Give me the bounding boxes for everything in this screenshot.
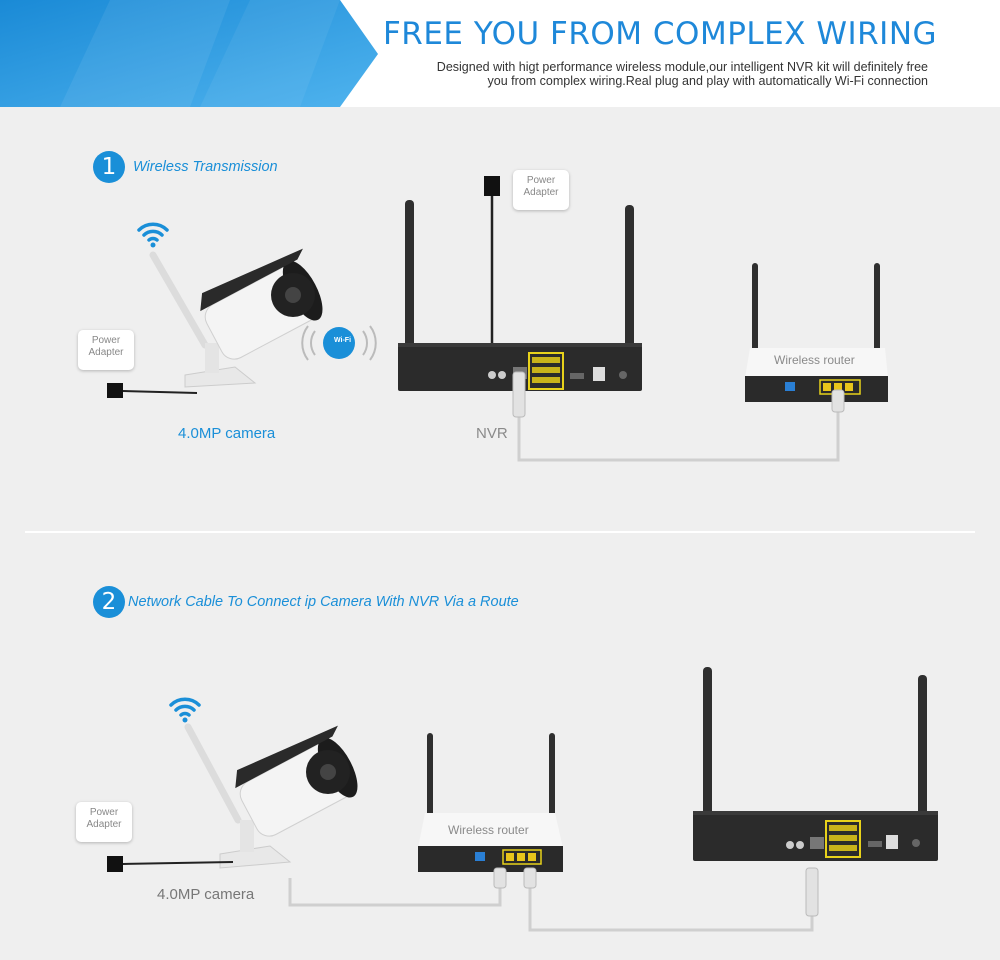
step-2-badge: 2 [93,586,125,618]
router-icon [418,733,563,872]
router-label: Wireless router [774,353,855,367]
wifi-icon [169,697,201,723]
camera-label-text: 4.0MP camera [157,886,255,903]
network-cable [512,371,845,462]
power-adapter-text: Adapter [86,819,122,830]
nvr-label: NVR [476,425,508,442]
subtitle-line-1: Designed with higt performance wireless … [436,60,928,74]
nvr-icon [398,200,642,391]
wifi-badge-text: Wi-Fi [333,337,352,344]
power-adapter-camera-1: Power Adapter [78,330,134,370]
subtitle-line-2: you from complex wiring.Real plug and pl… [487,74,928,88]
camera-label: 4.0MP camera [178,425,275,442]
power-adapter-text: Power [89,807,119,818]
router-icon [745,263,888,402]
router-label: Wireless router [448,823,529,837]
power-adapter-text: Power [91,335,121,346]
step-2-label: Network Cable To Connect ip Camera With … [128,594,519,610]
page-title: FREE YOU FROM COMPLEX WIRING [382,16,938,52]
step-1-label: Wireless Transmission [133,159,278,175]
camera-label-text: 4.0MP camera [178,425,276,442]
power-adapter-camera-2: Power Adapter [76,802,132,842]
power-plug-icon [484,176,500,348]
power-plug-icon [107,383,198,398]
header-blue-panel [0,0,378,107]
step-1-badge: 1 [93,151,125,183]
power-adapter-text: Adapter [88,347,124,358]
wifi-icon [137,222,169,248]
camera-label: 4.0MP camera [157,886,254,903]
power-adapter-nvr: Power Adapter [513,170,569,210]
power-plug-icon [107,856,234,872]
section-divider [25,531,975,533]
wifi-badge [301,325,377,361]
camera-icon [184,723,358,869]
nvr-icon [693,667,938,861]
camera-icon [149,248,323,388]
power-adapter-text: Adapter [523,187,559,198]
power-adapter-text: Power [526,175,556,186]
network-cable [288,867,819,932]
page-subtitle: Designed with higt performance wireless … [340,60,928,88]
